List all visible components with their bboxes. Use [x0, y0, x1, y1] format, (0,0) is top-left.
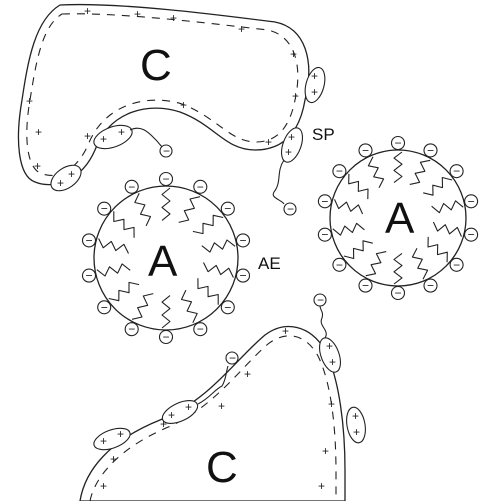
positive-charge: + — [352, 409, 359, 423]
positive-charge: + — [326, 339, 333, 353]
positive-charge: + — [328, 397, 335, 411]
negative-charge: − — [101, 202, 108, 216]
negative-charge: − — [163, 172, 170, 186]
positive-charge: + — [84, 129, 91, 143]
positive-charge: + — [134, 7, 141, 21]
asphalt-right-label: A — [385, 194, 415, 243]
negative-charge: − — [197, 180, 204, 194]
positive-charge: + — [26, 94, 33, 108]
sp-tail — [130, 128, 164, 148]
negative-charge: − — [224, 202, 231, 216]
negative-charge: − — [336, 164, 343, 178]
negative-charge: − — [427, 279, 434, 293]
positive-charge: + — [318, 479, 325, 493]
asphalt-droplet-left: − − − − − − − − − − − − − − A AE — [83, 172, 281, 344]
positive-charge: + — [353, 425, 360, 439]
asphalt-left-label: A — [148, 237, 178, 286]
negative-charge: − — [128, 180, 135, 194]
positive-charge: + — [180, 98, 187, 112]
negative-charge: − — [362, 143, 369, 157]
negative-charge: − — [86, 269, 93, 283]
asphalt-emulsifier-label: AE — [258, 254, 281, 273]
negative-charge: − — [427, 143, 434, 157]
negative-charge: − — [128, 322, 135, 336]
positive-charge: + — [244, 367, 251, 381]
negative-charge: − — [224, 300, 231, 314]
positive-charge: + — [288, 130, 295, 144]
cement-bottom-label: C — [206, 443, 238, 492]
positive-charge: + — [322, 444, 329, 458]
negative-charge: − — [86, 233, 93, 247]
positive-charge: + — [282, 324, 289, 338]
negative-charge: − — [240, 269, 247, 283]
asphalt-droplet-right: − − − − − − − − − − − − − − A — [318, 136, 477, 300]
sp-tail — [273, 160, 284, 204]
positive-charge: + — [292, 89, 299, 103]
positive-charge: + — [35, 125, 42, 139]
positive-charge: + — [57, 176, 64, 190]
negative-charge: − — [453, 258, 460, 272]
negative-charge: − — [321, 194, 328, 208]
sp-tail — [320, 306, 326, 338]
negative-charge: − — [453, 164, 460, 178]
negative-charge: − — [395, 136, 402, 150]
positive-charge: + — [185, 400, 192, 414]
positive-charge: + — [34, 159, 41, 173]
positive-charge: + — [329, 355, 336, 369]
positive-charge: + — [218, 399, 225, 413]
positive-charge: + — [265, 135, 272, 149]
negative-charge: − — [336, 258, 343, 272]
positive-charge: + — [170, 11, 177, 25]
negative-charge: − — [163, 144, 170, 158]
negative-charge: − — [321, 228, 328, 242]
positive-charge: + — [311, 85, 318, 99]
cement-top-label: C — [140, 41, 172, 90]
positive-charge: + — [168, 408, 175, 422]
positive-charge: + — [238, 22, 245, 36]
negative-charge: − — [468, 228, 475, 242]
negative-charge: − — [317, 293, 324, 307]
positive-charge: + — [311, 69, 318, 83]
cement-particle-bottom: C + + + + + + + + + — [80, 324, 345, 501]
positive-charge: + — [100, 434, 107, 448]
negative-charge: − — [163, 330, 170, 344]
positive-charge: + — [285, 145, 292, 159]
neutral-charge: − — [229, 351, 236, 365]
positive-charge: + — [68, 167, 75, 181]
positive-charge: + — [117, 427, 124, 441]
negative-charge: − — [197, 322, 204, 336]
positive-charge: + — [290, 47, 297, 61]
positive-charge: + — [118, 125, 125, 139]
negative-charge: − — [395, 286, 402, 300]
negative-charge: − — [362, 279, 369, 293]
negative-charge: − — [240, 233, 247, 247]
superplasticizer-label: SP — [312, 125, 335, 144]
positive-charge: + — [84, 4, 91, 18]
positive-charge: + — [100, 132, 107, 146]
positive-charge: + — [100, 479, 107, 493]
neutral-charge: − — [287, 202, 294, 216]
negative-charge: − — [468, 194, 475, 208]
negative-charge: − — [101, 300, 108, 314]
positive-charge: + — [110, 452, 117, 466]
